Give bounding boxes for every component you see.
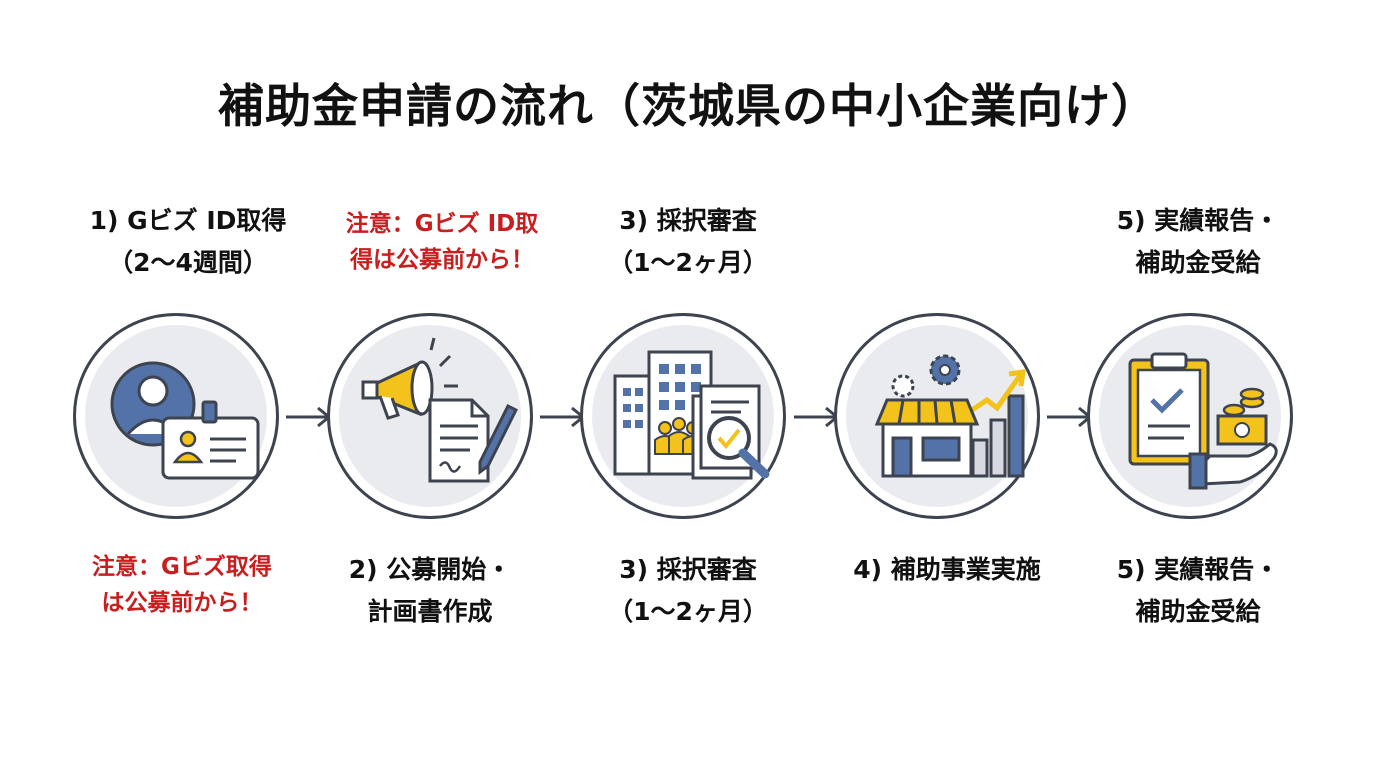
bottom-warning-line1: 注意：Gビズ取得 <box>92 554 272 580</box>
bottom-label-2-line1: 2) 公募開始・ <box>348 555 512 584</box>
top-warning-line1: 注意：Gビズ ID取 <box>345 211 539 237</box>
top-label-3: 3) 採択審査 （1〜2ヶ月） <box>563 200 813 284</box>
megaphone-document-icon <box>361 337 519 483</box>
top-warning-line2: 得は公募前から！ <box>350 247 534 273</box>
bottom-label-2-line2: 計画書作成 <box>367 597 493 626</box>
bottom-label-3: 3) 採択審査 （1〜2ヶ月） <box>563 549 813 633</box>
bottom-label-5: 5) 実績報告・ 補助金受給 <box>1073 549 1323 633</box>
bottom-label-3-line2: （1〜2ヶ月） <box>608 597 768 626</box>
page-title: 補助金申請の流れ（茨城県の中小企業向け） <box>218 79 1158 133</box>
store-growth-icon <box>874 354 1026 478</box>
bottom-label-5-line2: 補助金受給 <box>1135 597 1261 626</box>
bottom-warning-note: 注意：Gビズ取得 は公募前から！ <box>57 549 307 621</box>
top-label-5-line1: 5) 実績報告・ <box>1116 206 1280 235</box>
id-card-icon <box>110 361 260 480</box>
top-label-5-line2: 補助金受給 <box>1135 248 1261 277</box>
step-1-circle <box>73 313 279 519</box>
step-4-circle <box>834 313 1040 519</box>
clipboard-money-icon <box>1128 352 1278 490</box>
top-warning-note: 注意：Gビズ ID取 得は公募前から！ <box>317 206 567 278</box>
building-review-icon <box>613 350 770 480</box>
top-label-1: 1) Gビズ ID取得 （2〜4週間） <box>63 200 313 284</box>
bottom-label-2: 2) 公募開始・ 計画書作成 <box>305 549 555 633</box>
top-label-5: 5) 実績報告・ 補助金受給 <box>1073 200 1323 284</box>
step-5-circle <box>1087 313 1293 519</box>
bottom-warning-line2: は公募前から！ <box>101 590 263 616</box>
bottom-label-3-line1: 3) 採択審査 <box>619 555 757 584</box>
bottom-label-5-line1: 5) 実績報告・ <box>1116 555 1280 584</box>
step-3-circle <box>580 313 786 519</box>
top-label-3-line2: （1〜2ヶ月） <box>608 248 768 277</box>
top-label-1-line1: 1) Gビズ ID取得 <box>89 206 287 235</box>
step-2-circle <box>327 313 533 519</box>
top-label-3-line1: 3) 採択審査 <box>619 206 757 235</box>
top-label-1-line2: （2〜4週間） <box>108 248 268 277</box>
bottom-label-4-line1: 4) 補助事業実施 <box>853 555 1041 584</box>
bottom-label-4: 4) 補助事業実施 <box>822 549 1072 591</box>
